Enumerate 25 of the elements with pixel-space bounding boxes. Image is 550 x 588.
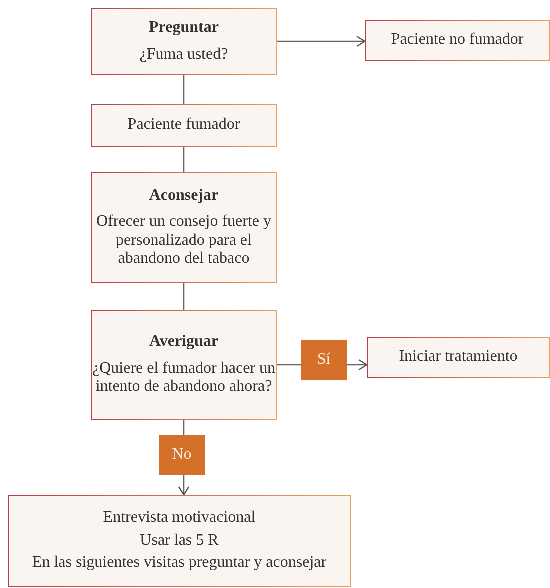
process-box xyxy=(91,104,277,147)
arrow xyxy=(277,36,366,48)
process-box xyxy=(365,20,550,61)
box-text: Paciente no fumador xyxy=(391,31,524,50)
process-box xyxy=(91,8,277,75)
process-box xyxy=(91,310,277,420)
connector-line xyxy=(183,283,185,310)
box-text: En las siguientes visitas preguntar y aconsejar xyxy=(32,554,327,573)
box-text: ¿Fuma usted? xyxy=(140,46,228,64)
box-text: Ofrecer un consejo fuerte y personalizado para el abandono del tabaco xyxy=(95,213,273,268)
process-box xyxy=(91,172,277,283)
process-box xyxy=(8,495,351,587)
connector-line xyxy=(183,147,185,172)
box-heading: Averiguar xyxy=(149,333,218,352)
box-heading: Preguntar xyxy=(149,19,219,38)
box-heading: Aconsejar xyxy=(149,186,219,206)
box-text: Usar las 5 R xyxy=(140,532,219,550)
box-text: Iniciar tratamiento xyxy=(399,348,518,367)
edge-label: Sí xyxy=(301,340,347,380)
connector-line xyxy=(183,75,185,104)
process-box xyxy=(367,337,550,378)
box-text: ¿Quiere el fumador hacer un intento de abandono ahora? xyxy=(92,360,276,397)
edge-label: No xyxy=(159,435,205,475)
box-text: Paciente fumador xyxy=(128,116,240,135)
box-text: Entrevista motivacional xyxy=(103,509,256,528)
